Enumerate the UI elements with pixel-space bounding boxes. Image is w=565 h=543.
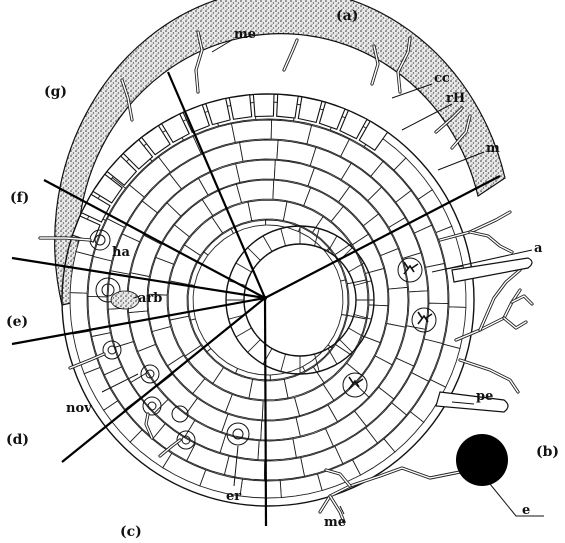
cortex-cell bbox=[248, 200, 287, 220]
endodermis-cell-wall bbox=[236, 328, 252, 337]
cortex-cell bbox=[249, 379, 288, 399]
root-hair-projection bbox=[452, 258, 532, 282]
endodermis-cell-wall bbox=[281, 354, 286, 371]
cortex-cell bbox=[188, 285, 195, 321]
label-e: e bbox=[522, 503, 530, 518]
cortex-cell bbox=[240, 140, 279, 161]
cortex-cell bbox=[236, 160, 276, 182]
section-label-e: (e) bbox=[6, 314, 28, 330]
label-a: a bbox=[534, 241, 543, 256]
section-label-a: (a) bbox=[336, 8, 358, 24]
cortex-cell bbox=[240, 479, 281, 498]
label-rH: rH bbox=[446, 91, 465, 106]
endodermis-cell-wall bbox=[248, 248, 261, 261]
spore-body bbox=[456, 434, 508, 486]
label-me-top: me bbox=[234, 27, 256, 42]
label-ha: ha bbox=[112, 245, 130, 260]
section-label-d: (d) bbox=[6, 432, 29, 448]
cortex-cell bbox=[262, 398, 299, 420]
epidermal-cell bbox=[253, 94, 274, 116]
label-cc: cc bbox=[434, 71, 450, 86]
label-er: er bbox=[226, 489, 241, 504]
cortex-cell bbox=[387, 287, 408, 327]
section-label-g: (g) bbox=[44, 84, 67, 100]
cortex-cell bbox=[347, 280, 367, 319]
cortex-cell bbox=[237, 180, 274, 202]
label-nov: nov bbox=[66, 401, 92, 416]
label-pe: pe bbox=[476, 389, 493, 404]
section-label-c: (c) bbox=[120, 524, 142, 540]
label-me-bottom: me bbox=[324, 515, 346, 530]
endodermis-cell-wall bbox=[248, 340, 261, 353]
label-arb: arb bbox=[138, 291, 162, 306]
endodermis-cell-wall bbox=[263, 236, 272, 252]
cortex-cell bbox=[70, 293, 90, 334]
label-m: m bbox=[486, 141, 500, 156]
penetration-structure bbox=[436, 392, 508, 412]
section-label-f: (f) bbox=[10, 190, 29, 206]
cortex-cell bbox=[232, 120, 272, 142]
cortex-cell bbox=[264, 458, 304, 480]
cortex-cell bbox=[341, 280, 348, 316]
epidermal-cell bbox=[277, 94, 299, 118]
epidermal-cell bbox=[229, 95, 251, 120]
endodermis-cell-wall bbox=[236, 263, 252, 272]
cortex-cell bbox=[258, 439, 297, 460]
section-label-b: (b) bbox=[536, 444, 559, 460]
endodermis-cell-wall bbox=[281, 229, 286, 246]
